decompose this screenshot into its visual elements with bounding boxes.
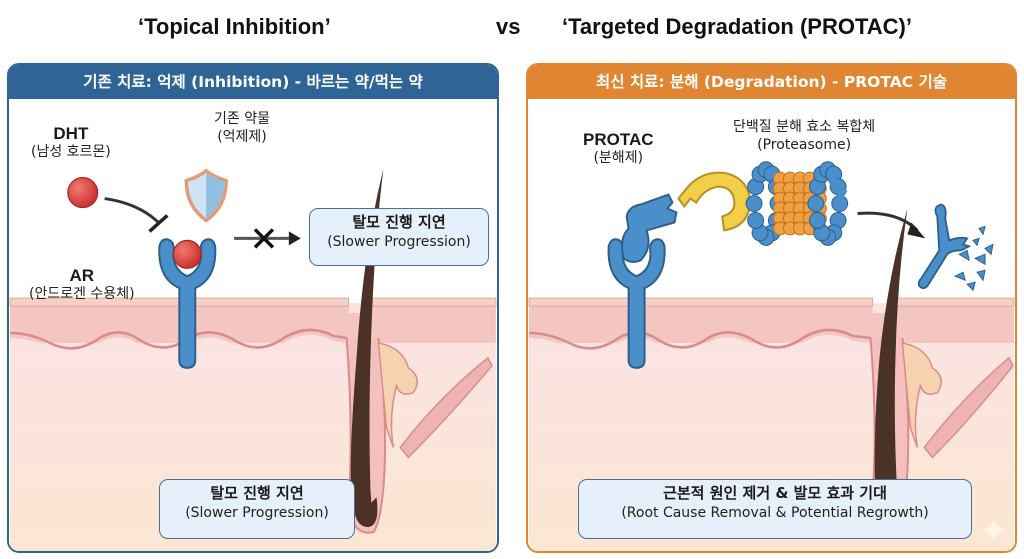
hair-follicle — [345, 168, 493, 534]
shield-icon — [184, 168, 228, 223]
dht-label-title: DHT — [53, 124, 89, 143]
dht-molecule — [67, 177, 99, 209]
degradation-panel-header: 최신 치료: 분해 (Degradation) - PROTAC 기술 — [528, 65, 1015, 99]
androgen-receptor — [158, 238, 217, 369]
degradation-arrow — [857, 211, 926, 239]
title-vs: vs — [496, 14, 521, 39]
degradation-panel: 최신 치료: 분해 (Degradation) - PROTAC 기술 — [526, 63, 1017, 553]
result-box-slower-progression: 탈모 진행 지연 (Slower Progression) — [159, 479, 355, 539]
inhibit-arrow — [104, 197, 169, 233]
degraded-receptor — [917, 203, 972, 290]
protac-label-title: PROTAC — [583, 130, 654, 149]
callout-title: 탈모 진행 지연 — [352, 213, 446, 231]
proteasome-exit-arrowhead — [833, 188, 848, 201]
drug-label: 기존 약물 (억제제) — [214, 111, 270, 146]
result-box-root-cause-removal: 근본적 원인 제거 & 발모 효과 기대 (Root Cause Removal… — [578, 479, 972, 539]
title-topical-inhibition: ‘Topical Inhibition’ — [138, 14, 331, 39]
result-subtitle: (Root Cause Removal & Potential Regrowth… — [621, 504, 929, 521]
receptor-fragments — [953, 225, 994, 292]
result-title: 근본적 원인 제거 & 발모 효과 기대 — [663, 484, 887, 502]
inhibition-panel: 기존 치료: 억제 (Inhibition) - 바르는 약/먹는 약 — [7, 63, 499, 553]
proteasome-exit-arrow — [828, 178, 845, 192]
callout-slower-progression: 탈모 진행 지연 (Slower Progression) — [309, 208, 489, 266]
ar-label-title: AR — [69, 266, 95, 285]
inhibition-panel-body: DHT (남성 호르몬) 기존 약물 (억제제) AR (안드로겐 수용체) 탈… — [9, 99, 497, 551]
proteasome-subunit — [807, 195, 825, 212]
inhibition-panel-header: 기존 치료: 억제 (Inhibition) - 바르는 약/먹는 약 — [9, 65, 497, 99]
callout-subtitle: (Slower Progression) — [327, 233, 471, 250]
sparkle-icon — [982, 518, 1006, 542]
proteasome-label: 단백질 분해 효소 복합체 (Proteasome) — [733, 119, 875, 154]
proteasome-subunit — [831, 195, 849, 212]
blocked-arrow — [234, 228, 301, 249]
ar-label: AR (안드로겐 수용체) — [29, 265, 135, 304]
drug-label-title: 기존 약물 — [214, 111, 270, 127]
proteasome-subunit — [747, 212, 765, 229]
protac-label-subtitle: (분해제) — [593, 150, 644, 167]
proteasome — [745, 161, 849, 246]
dht-label-subtitle: (남성 호르몬) — [31, 144, 111, 161]
dht-label: DHT (남성 호르몬) — [31, 123, 111, 162]
proteasome-label-subtitle: (Proteasome) — [757, 136, 852, 153]
proteasome-label-title: 단백질 분해 효소 복합체 — [733, 119, 876, 135]
ar-label-subtitle: (안드로겐 수용체) — [29, 286, 135, 303]
dht-bound-molecule — [172, 239, 202, 269]
protac-label: PROTAC (분해제) — [583, 129, 654, 168]
result-subtitle: (Slower Progression) — [185, 504, 329, 521]
inhibition-scene — [9, 168, 497, 551]
protac-molecule — [621, 171, 752, 263]
drug-label-subtitle: (억제제) — [217, 128, 267, 145]
title-targeted-degradation: ‘Targeted Degradation (PROTAC)’ — [562, 14, 912, 39]
degradation-panel-body: PROTAC (분해제) 단백질 분해 효소 복합체 (Proteasome) … — [528, 99, 1015, 551]
result-title: 탈모 진행 지연 — [210, 484, 304, 502]
proteasome-subunit — [745, 195, 763, 212]
proteasome-subunit — [808, 212, 826, 229]
